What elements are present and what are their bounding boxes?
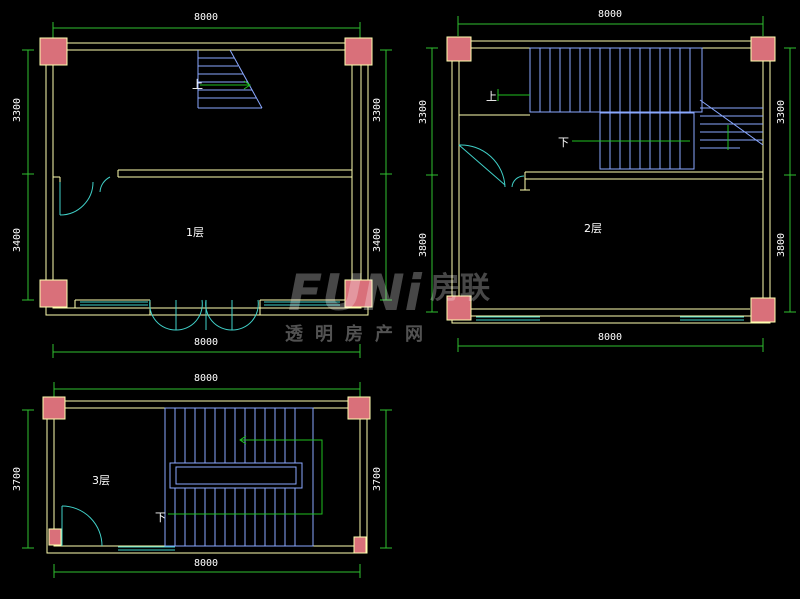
plan1-windows <box>80 301 340 306</box>
plan1-doors <box>59 176 259 331</box>
plan2-dim-right-upper: 3300 <box>776 100 787 124</box>
plan2-floor-label: 2层 <box>584 222 602 235</box>
plan3-dim-right: 3700 <box>372 467 383 491</box>
plan2-dim-left-lower: 3800 <box>418 233 429 257</box>
plan1-dim-left-lower: 3400 <box>12 228 23 252</box>
plan2-doors <box>458 144 525 188</box>
plan3-windows <box>118 546 175 551</box>
plan3-dim-top: 8000 <box>194 373 218 384</box>
plan1-dim-top: 8000 <box>194 12 218 23</box>
plan2-stair-up-label: 上 <box>486 90 497 103</box>
plan2-windows <box>476 316 744 321</box>
plan1-dimensions <box>22 22 392 358</box>
floor-plan-3: 8000 8000 3700 3700 <box>12 373 392 578</box>
plan1-stair <box>197 49 263 109</box>
plan1-dim-left-upper: 3300 <box>12 98 23 122</box>
plan3-columns <box>42 396 371 554</box>
plan2-dim-top: 8000 <box>598 9 622 20</box>
plan1-dim-bottom: 8000 <box>194 337 218 348</box>
plan1-stair-up-label: 上 <box>192 78 203 91</box>
plan3-stair-arrow <box>168 435 323 515</box>
plan2-dimensions <box>426 16 796 352</box>
plan2-stair-down-label: 下 <box>558 136 569 149</box>
plan1-dim-right-upper: 3300 <box>372 98 383 122</box>
plan3-stair <box>164 407 314 547</box>
floor-plan-2: 8000 8000 3300 3800 3300 3800 <box>418 9 796 352</box>
plan2-dim-right-lower: 3800 <box>776 233 787 257</box>
plan3-doors <box>61 505 103 547</box>
plan1-columns <box>39 37 373 308</box>
plan2-dim-bottom: 8000 <box>598 332 622 343</box>
floor-plan-1: 8000 8000 3300 3400 3300 3400 <box>12 12 392 358</box>
watermark-brand-cn: 房联 <box>430 271 490 306</box>
plan3-stair-down-label: 下 <box>155 511 166 524</box>
plan2-columns <box>446 36 776 323</box>
watermark-logo: FUNi 房联 透明房产网 <box>285 264 490 345</box>
plan3-floor-label: 3层 <box>92 474 110 487</box>
watermark-brand: FUNi <box>288 264 423 322</box>
plan2-dim-left-upper: 3300 <box>418 100 429 124</box>
watermark-subtitle: 透明房产网 <box>285 323 435 345</box>
plan3-dim-bottom: 8000 <box>194 558 218 569</box>
plan1-floor-label: 1层 <box>186 226 204 239</box>
plan2-stair <box>497 47 764 170</box>
plan1-dim-right-lower: 3400 <box>372 228 383 252</box>
plan3-dimensions <box>22 382 392 578</box>
plan3-dim-left: 3700 <box>12 467 23 491</box>
plan1-walls <box>45 42 369 316</box>
